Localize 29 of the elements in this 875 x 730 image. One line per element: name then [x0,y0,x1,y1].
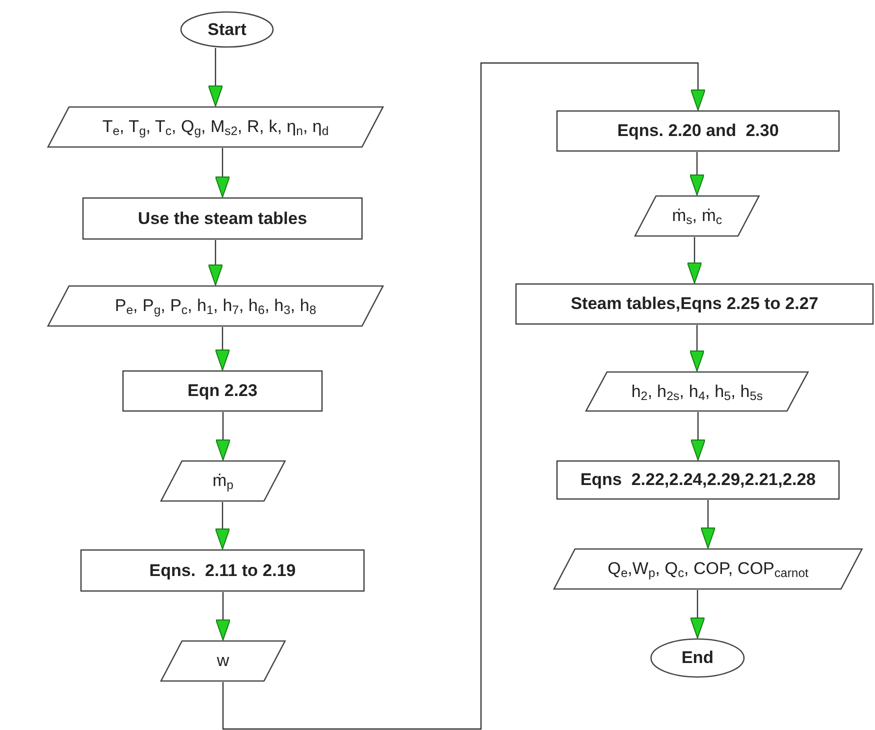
step-label: Steam tables,Eqns 2.25 to 2.27 [570,294,818,314]
variable-list: ṁ$_{s}$, ṁ$_{c}$ [672,206,722,226]
step-label: End [681,648,714,668]
arrow [208,240,223,286]
arrow [208,48,223,106]
variable-list: ṁ$_{p}$ [212,471,234,491]
arrow [215,502,230,550]
step-label: Eqns 2.22,2.24,2.29,2.21,2.28 [580,470,816,490]
variable-list: Q$_{e}$,W$_{p}$, Q$_{c}$, COP, COP$_{carnot}$ [608,559,808,579]
arrow [215,327,230,370]
step-label: Eqns. 2.11 to 2.19 [149,560,296,580]
variable-list: h$_{2}$, h$_{2s}$, h$_{4}$, h$_{5}$, h$_{5s}$ [631,382,763,402]
variable-list: w [216,651,230,671]
arrow [690,325,704,372]
arrow [222,62,706,730]
arrow [690,412,706,460]
arrow [216,412,230,460]
arrow [700,500,716,548]
arrow [690,152,704,196]
arrow [687,237,702,284]
step-label: Eqn 2.23 [188,381,258,401]
step-label: Start [208,20,246,40]
arrow [215,148,230,198]
variable-list: P$_{e}$, P$_{g}$, P$_{c}$, h$_{1}$, h$_{7}$, h$_{6}$, h$_{3}$, h$_{8}$ [114,296,316,316]
arrow [216,592,230,640]
variable-list: T$_{e}$, T$_{g}$, T$_{c}$, Q$_{g}$, M$_{s2}$, R, k, η$_{n}$, η$_{d}$ [102,117,329,137]
step-label: Eqns. 2.20 and 2.30 [617,121,779,141]
step-label: Use the steam tables [138,208,308,228]
arrow [690,590,705,638]
